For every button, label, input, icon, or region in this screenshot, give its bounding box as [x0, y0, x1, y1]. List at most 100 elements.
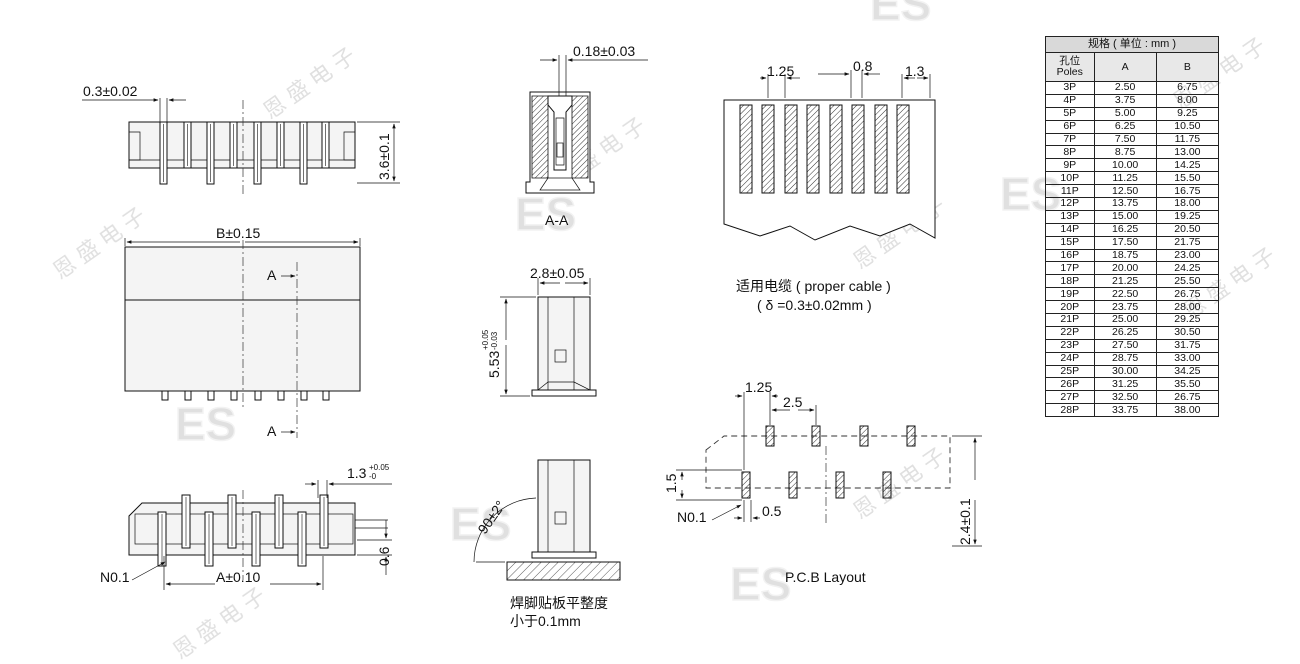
watermark-logo: ES: [870, 0, 931, 30]
spec-header-poles-cn: 孔位: [1059, 55, 1081, 67]
pcb-pad-bottom: [835, 471, 845, 499]
spec-cell-poles: 22P: [1045, 325, 1095, 340]
spec-cell-poles: 20P: [1045, 300, 1095, 315]
spec-cell-a: 25.00: [1093, 313, 1157, 327]
spec-cell-poles: 16P: [1045, 248, 1095, 263]
front-view-housing: [124, 246, 361, 392]
pcb-outline: [705, 435, 951, 489]
flatness-note-1: 焊脚贴板平整度: [510, 595, 608, 611]
pcb-caption: P.C.B Layout: [785, 569, 866, 585]
spec-cell-poles: 26P: [1045, 377, 1095, 392]
pcb-pad-top: [765, 425, 775, 447]
bottom-view-pins: [157, 494, 329, 567]
spec-cell-a: 21.25: [1093, 274, 1157, 289]
pcb-pad-top: [859, 425, 869, 447]
front-view-pin: [207, 390, 215, 401]
spec-cell-poles: 11P: [1045, 184, 1095, 199]
spec-cell-a: 8.75: [1093, 145, 1157, 160]
pcb-pad-bottom: [882, 471, 892, 499]
spec-cell-a: 32.50: [1093, 390, 1157, 405]
spec-table-caption: 规格 ( 单位 : mm ): [1045, 36, 1219, 53]
spec-cell-b: 16.75: [1155, 184, 1220, 199]
spec-header-a: A: [1093, 52, 1157, 82]
section-aa-view: 0.18±0.03 A-A: [525, 43, 648, 228]
spec-cell-a: 26.25: [1093, 325, 1157, 340]
note-pcb-chamfer: N0.1: [677, 509, 707, 525]
dim-pin-width: 1.3: [347, 465, 367, 481]
spec-cell-b: 31.75: [1155, 338, 1220, 353]
front-view-pin: [322, 390, 330, 401]
front-view-pin: [230, 390, 238, 401]
dim-pcb-total: 2.4±0.1: [957, 498, 973, 545]
side-view: 2.8±0.05 5.53 +0.05 -0.03: [481, 265, 597, 397]
spec-cell-poles: 15P: [1045, 235, 1095, 250]
top-view-pins: [159, 121, 330, 185]
dim-side-tol-plus: +0.05: [481, 329, 490, 350]
spec-cell-poles: 23P: [1045, 338, 1095, 353]
spec-cell-b: 9.25: [1155, 106, 1220, 121]
spec-cell-poles: 19P: [1045, 287, 1095, 302]
spec-cell-b: 20.50: [1155, 222, 1220, 237]
front-view: B±0.15 A A: [124, 225, 361, 439]
note-chamfer: N0.1: [100, 569, 130, 585]
dim-pin-thickness: 0.3±0.02: [83, 83, 138, 99]
dim-pcb-row: 1.5: [663, 473, 679, 493]
cable-conductor: [829, 104, 843, 194]
spec-cell-b: 25.50: [1155, 274, 1220, 289]
watermark-text: 恩 盛 电 子: [849, 443, 950, 524]
flatness-view: 90±2° 焊脚贴板平整度 小于0.1mm: [473, 459, 621, 629]
spec-cell-poles: 14P: [1045, 222, 1095, 237]
spec-cell-poles: 18P: [1045, 274, 1095, 289]
spec-cell-poles: 3P: [1045, 81, 1095, 95]
spec-cell-a: 23.75: [1093, 300, 1157, 315]
spec-cell-b: 21.75: [1155, 235, 1220, 250]
cable-conductor: [874, 104, 888, 194]
spec-cell-a: 12.50: [1093, 184, 1157, 199]
spec-cell-poles: 21P: [1045, 313, 1095, 327]
spec-cell-b: 28.00: [1155, 300, 1220, 315]
spec-cell-b: 38.00: [1155, 403, 1220, 418]
pcb-pad-bottom: [741, 471, 751, 499]
dim-b: B±0.15: [216, 225, 260, 241]
cable-conductor: [761, 104, 775, 194]
spec-cell-a: 16.25: [1093, 222, 1157, 237]
spec-cell-a: 6.25: [1093, 119, 1157, 134]
spec-cell-poles: 28P: [1045, 403, 1095, 418]
top-view-right-latch: [343, 131, 355, 161]
spec-cell-poles: 10P: [1045, 171, 1095, 186]
spec-cell-a: 3.75: [1093, 93, 1157, 108]
dim-pin-tol-plus: +0.05: [369, 463, 390, 472]
watermark-text: 恩 盛 电 子: [169, 583, 270, 664]
pcb-pads: [741, 425, 916, 499]
dim-side-width: 2.8±0.05: [530, 265, 585, 281]
cable-conductor: [739, 104, 753, 194]
spec-cell-b: 35.50: [1155, 377, 1220, 392]
pcb-pad-bottom: [788, 471, 798, 499]
spec-cell-b: 10.50: [1155, 119, 1220, 134]
spec-cell-b: 33.00: [1155, 351, 1220, 366]
cable-conductor: [851, 104, 865, 194]
spec-cell-a: 22.50: [1093, 287, 1157, 302]
spec-cell-a: 30.00: [1093, 364, 1157, 379]
spec-cell-a: 17.50: [1093, 235, 1157, 250]
spec-header-b: B: [1155, 52, 1220, 82]
watermark-logo: ES: [515, 188, 576, 240]
dim-side-tol-minus: -0.03: [490, 331, 499, 350]
spec-cell-poles: 12P: [1045, 197, 1095, 211]
spec-cell-poles: 5P: [1045, 106, 1095, 121]
spec-cell-a: 20.00: [1093, 261, 1157, 276]
